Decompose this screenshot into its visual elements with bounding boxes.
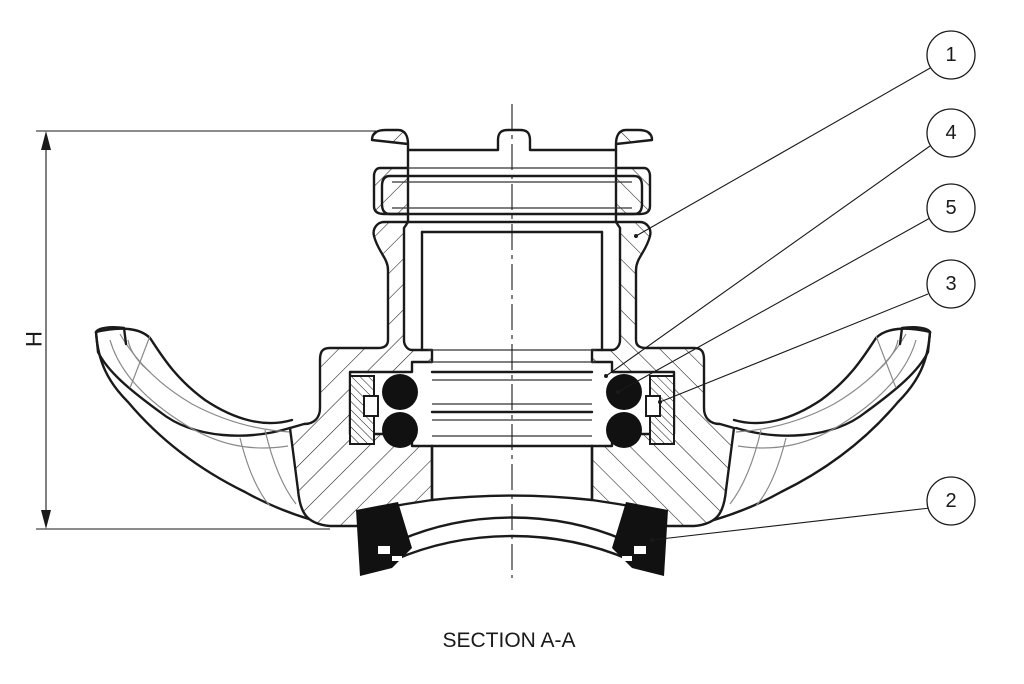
balloon-3: 3 <box>926 259 976 309</box>
seal-right <box>612 502 668 576</box>
bearing-balls <box>382 374 642 448</box>
balloon-5: 5 <box>926 183 976 233</box>
bearing-cage-right <box>645 375 675 445</box>
section-caption: SECTION A-A <box>442 629 575 652</box>
balloon-3-label: 3 <box>945 273 956 295</box>
bearing-cage-left <box>349 375 379 445</box>
balloon-1: 1 <box>926 30 976 80</box>
seal-left <box>356 502 412 576</box>
left-claw-wing <box>94 326 314 522</box>
body-section-left <box>288 128 434 528</box>
balloon-4-label: 4 <box>945 122 956 144</box>
balloon-5-label: 5 <box>945 197 956 219</box>
balloon-2-label: 2 <box>945 490 956 512</box>
dimension-h: H <box>22 130 376 530</box>
leader-lines <box>604 66 933 542</box>
balloon-1-label: 1 <box>945 44 956 66</box>
balloon-4: 4 <box>926 108 976 158</box>
dimension-h-label: H <box>22 331 47 347</box>
body-section-right <box>590 128 736 528</box>
right-claw-wing <box>712 326 932 522</box>
balloon-2: 2 <box>926 476 976 526</box>
